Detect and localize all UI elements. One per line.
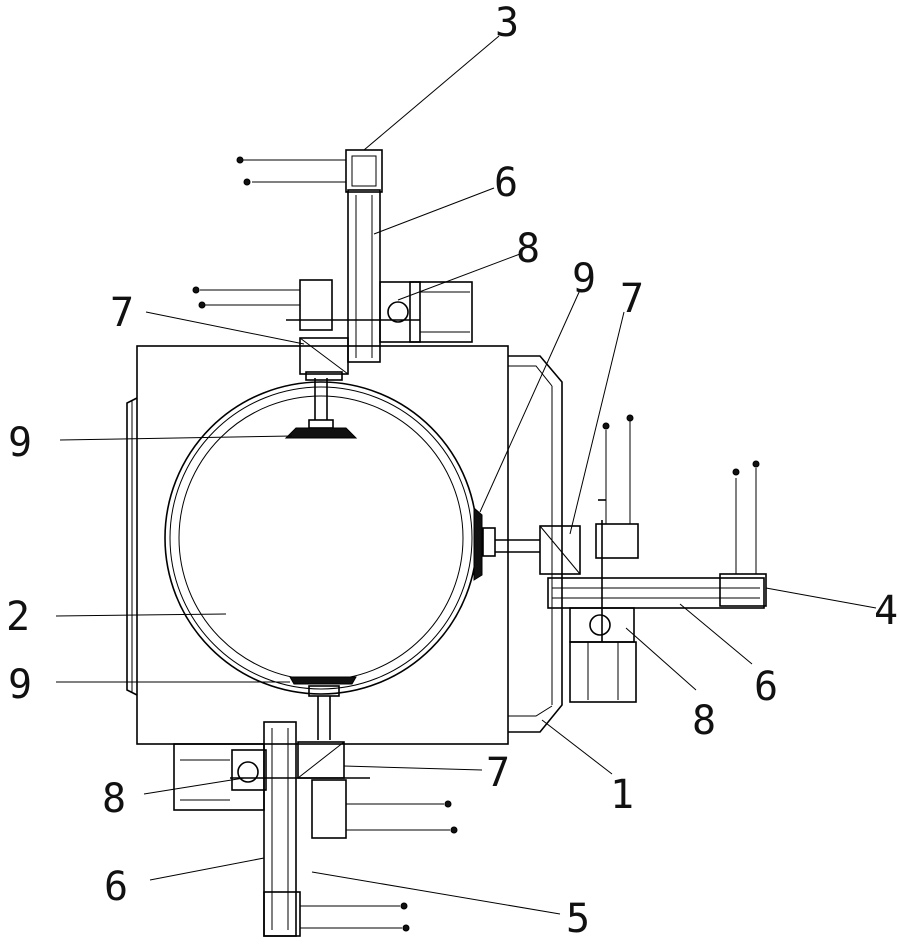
suction-cup-bottom [289, 676, 357, 740]
label-rotary-joint-right: 7 [620, 276, 644, 322]
frame [508, 355, 563, 733]
bottom-manipulator [173, 721, 458, 937]
leader-lines [55, 35, 877, 915]
top-manipulator [192, 149, 473, 381]
label-workpiece: 2 [6, 594, 30, 640]
right-manipulator [539, 414, 767, 703]
box-body [126, 345, 509, 745]
reference-numerals: 3 6 8 7 9 7 9 2 4 9 6 8 7 1 8 6 5 [6, 0, 898, 942]
label-drive-motor-right: 8 [692, 698, 716, 744]
suction-cup-top [284, 378, 358, 439]
label-linear-module-right: 6 [754, 664, 778, 710]
label-linear-module-bottom: 6 [104, 864, 128, 910]
label-right-manipulator: 4 [874, 588, 898, 634]
suction-cup-right [473, 506, 540, 581]
label-suction-cup-right: 9 [572, 256, 596, 302]
label-drive-motor-top: 8 [516, 226, 540, 272]
label-frame: 1 [610, 772, 634, 818]
label-linear-module-top: 6 [494, 160, 518, 206]
label-suction-cup-bottom: 9 [8, 662, 32, 708]
label-drive-motor-bottom: 8 [102, 776, 126, 822]
label-rotary-joint-top: 7 [110, 290, 134, 336]
label-top-manipulator: 3 [495, 0, 519, 46]
label-rotary-joint-bottom: 7 [486, 750, 510, 796]
label-bottom-manipulator: 5 [566, 896, 590, 942]
label-suction-cup-top: 9 [8, 420, 32, 466]
